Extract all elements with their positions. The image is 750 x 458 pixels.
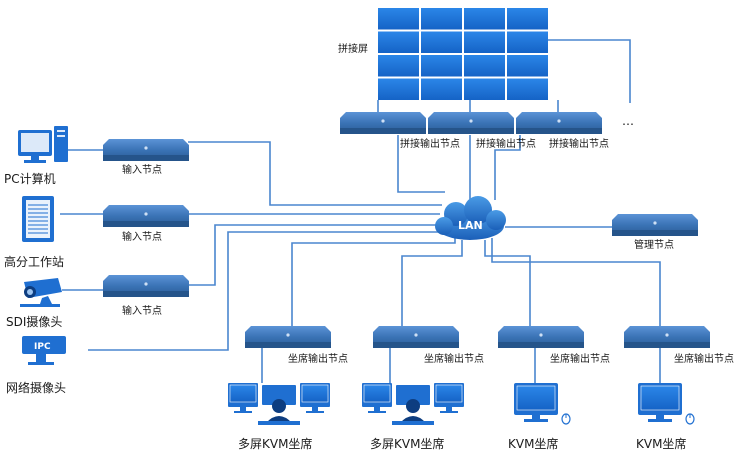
workstation-icon xyxy=(22,196,54,242)
input-node-label-2: 输入节点 xyxy=(122,230,162,243)
source-label-ipc: 网络摄像头 xyxy=(6,380,66,395)
source-ipc-camera: IPC 网络摄像头 xyxy=(6,336,66,395)
seat-output-node-2: 坐席输出节点 xyxy=(373,326,484,365)
videowall-panel xyxy=(507,55,548,77)
pc-icon xyxy=(18,126,68,163)
link-input-3-lan xyxy=(188,224,445,286)
source-sdi-camera: SDI摄像头 xyxy=(6,278,62,329)
device-box-icon xyxy=(373,326,459,348)
input-node-1: 输入节点 xyxy=(103,139,189,176)
lan-label: LAN xyxy=(458,219,483,232)
videowall-panel xyxy=(421,55,462,77)
management-node: 管理节点 xyxy=(612,214,698,251)
videowall-panel xyxy=(378,8,419,30)
seat-output-label-4: 坐席输出节点 xyxy=(674,352,734,365)
input-node-2: 输入节点 xyxy=(103,205,189,243)
monitor-mouse-icon xyxy=(514,383,571,425)
seat-output-node-4: 坐席输出节点 xyxy=(624,326,734,365)
device-box-icon xyxy=(498,326,584,348)
link-lan-seat-4 xyxy=(491,238,661,326)
connection-lines xyxy=(60,39,661,383)
device-box-icon xyxy=(103,205,189,227)
cloud-icon xyxy=(435,196,506,240)
link-input-1-lan xyxy=(188,141,442,206)
multi-monitor-operator-icon xyxy=(362,383,464,425)
seat-output-node-1: 坐席输出节点 xyxy=(245,326,348,365)
videowall-panel xyxy=(507,8,548,30)
device-box-icon xyxy=(624,326,710,348)
videowall-panel xyxy=(421,78,462,100)
link-splice-1-lan xyxy=(397,135,445,193)
videowall: 拼接屏 xyxy=(338,8,548,100)
seat-output-node-3: 坐席输出节点 xyxy=(498,326,610,365)
seat-output-label-2: 坐席输出节点 xyxy=(424,352,484,365)
seat-label-4: KVM坐席 xyxy=(636,436,686,451)
ipc-icon-text: IPC xyxy=(34,342,51,352)
videowall-panel xyxy=(378,78,419,100)
device-box-icon xyxy=(245,326,331,348)
splice-output-node-2: 拼接输出节点 xyxy=(428,112,536,150)
videowall-panel xyxy=(421,8,462,30)
splice-output-label-1: 拼接输出节点 xyxy=(400,137,460,150)
videowall-panel xyxy=(507,31,548,53)
seat-label-1: 多屏KVM坐席 xyxy=(238,436,312,451)
management-node-label: 管理节点 xyxy=(634,238,674,251)
splice-output-node-1: 拼接输出节点 xyxy=(340,112,460,150)
videowall-panel xyxy=(378,31,419,53)
videowall-panel xyxy=(507,78,548,100)
sdi-camera-icon xyxy=(20,278,62,307)
source-workstation: 高分工作站 xyxy=(4,196,64,269)
videowall-panel xyxy=(464,78,505,100)
splice-output-label-3: 拼接输出节点 xyxy=(549,137,609,150)
input-node-label-3: 输入节点 xyxy=(122,304,162,317)
seat-label-3: KVM坐席 xyxy=(508,436,558,451)
videowall-panel xyxy=(464,8,505,30)
videowall-grid xyxy=(378,8,548,100)
device-box-icon xyxy=(103,275,189,297)
more-ellipsis: … xyxy=(622,114,634,128)
link-splice-3-lan xyxy=(494,135,521,200)
source-label-sdi: SDI摄像头 xyxy=(6,314,62,329)
seat-label-2: 多屏KVM坐席 xyxy=(370,436,444,451)
device-box-icon xyxy=(516,112,602,134)
device-box-icon xyxy=(103,139,189,161)
lan-cloud: LAN xyxy=(435,196,506,240)
seat-terminal-3: KVM坐席 xyxy=(508,383,571,451)
videowall-panel xyxy=(378,55,419,77)
seat-output-label-1: 坐席输出节点 xyxy=(288,352,348,365)
input-node-label-1: 输入节点 xyxy=(122,163,162,176)
ipc-camera-icon: IPC xyxy=(22,336,66,365)
seat-terminal-1: 多屏KVM坐席 xyxy=(228,383,330,451)
source-label-pc: PC计算机 xyxy=(4,171,56,186)
monitor-mouse-icon xyxy=(638,383,695,425)
multi-monitor-operator-icon xyxy=(228,383,330,425)
splice-output-label-2: 拼接输出节点 xyxy=(476,137,536,150)
device-box-icon xyxy=(340,112,426,134)
device-box-icon xyxy=(612,214,698,236)
videowall-panel xyxy=(464,31,505,53)
source-pc: PC计算机 xyxy=(4,126,68,186)
splice-output-node-3: 拼接输出节点 xyxy=(516,112,609,150)
link-lan-seat-1 xyxy=(291,238,456,326)
seat-output-label-3: 坐席输出节点 xyxy=(550,352,610,365)
source-label-workstation: 高分工作站 xyxy=(4,254,64,269)
input-node-3: 输入节点 xyxy=(103,275,189,317)
link-lan-seat-3 xyxy=(484,240,531,326)
seat-terminal-4: KVM坐席 xyxy=(636,383,695,451)
videowall-panel xyxy=(464,55,505,77)
device-box-icon xyxy=(428,112,514,134)
seat-terminal-2: 多屏KVM坐席 xyxy=(362,383,464,451)
videowall-panel xyxy=(421,31,462,53)
link-lan-seat-2 xyxy=(401,240,463,326)
videowall-label: 拼接屏 xyxy=(338,42,368,55)
link-ipc-lan xyxy=(88,231,448,351)
link-wall-extension xyxy=(545,39,631,103)
